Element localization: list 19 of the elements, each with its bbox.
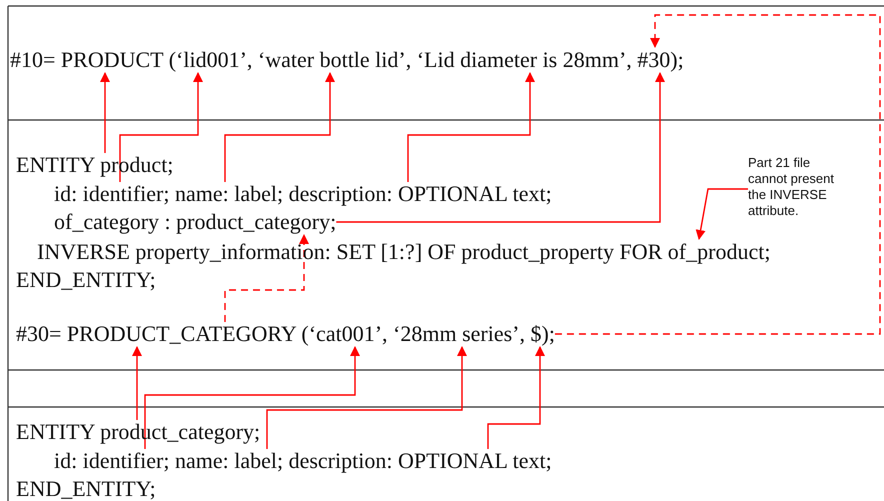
arrow: [266, 346, 467, 449]
arrow: [487, 346, 545, 449]
note-text: Part 21 file cannot present the INVERSE attribute.: [748, 155, 848, 219]
arrow: [100, 72, 110, 153]
code-line: INVERSE property_information: SET [1:?] OF product_property FOR of_product;: [37, 240, 770, 264]
code-line: #10= PRODUCT (‘lid001’, ‘water bottle lid’, ‘Lid diameter is 28mm’, #30);: [10, 48, 684, 72]
arrow: [132, 346, 142, 420]
arrow: [696, 188, 748, 240]
dashed-arrow: [554, 14, 881, 335]
arrow: [336, 72, 665, 223]
dashed-arrow: [224, 234, 309, 322]
code-line: #30= PRODUCT_CATEGORY (‘cat001’, ‘28mm series’, $);: [16, 322, 555, 346]
code-line: id: identifier; name: label; description: OPTIONAL text;: [54, 182, 552, 206]
code-line: END_ENTITY;: [16, 477, 156, 501]
code-line: END_ENTITY;: [16, 268, 156, 292]
code-line: of_category : product_category;: [54, 210, 336, 234]
arrow: [224, 72, 335, 182]
arrow: [407, 72, 535, 182]
code-line: id: identifier; name: label; description: OPTIONAL text;: [54, 449, 552, 473]
